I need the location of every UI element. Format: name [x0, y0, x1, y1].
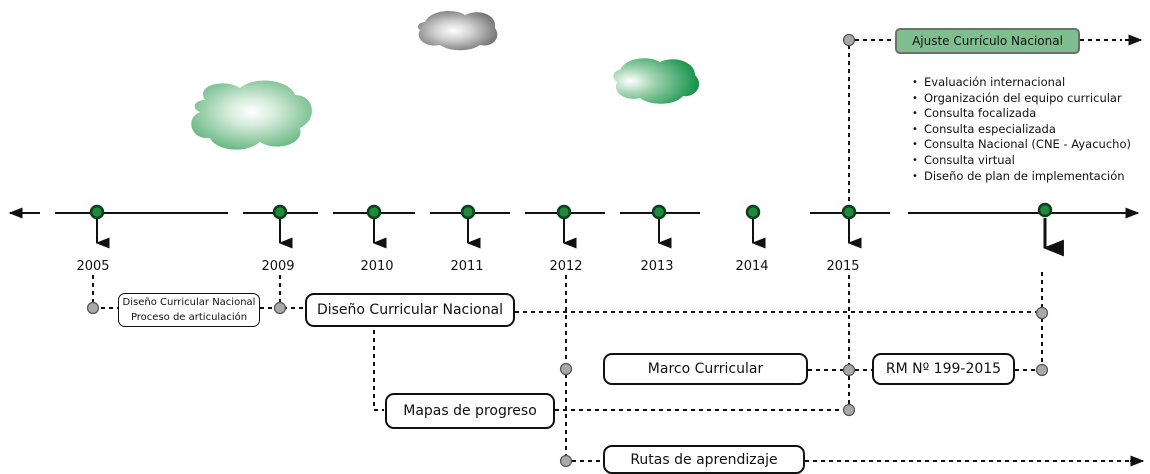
ajuste-activities-list: Evaluación internacional Organización de…	[912, 75, 1131, 184]
rm-box: RM Nº 199-2015	[872, 353, 1015, 385]
dcn-articulacion-box: Diseño Curricular Nacional Proceso de ar…	[118, 293, 260, 327]
dcn-label: Diseño Curricular Nacional	[316, 302, 504, 318]
list-item: Consulta Nacional (CNE - Ayacucho)	[912, 137, 1131, 153]
marco-curricular-label: Marco Curricular	[647, 361, 764, 377]
year-label-2009: 2009	[261, 259, 295, 274]
cloud-left-green	[191, 80, 312, 150]
year-label-2013: 2013	[640, 259, 674, 274]
cloud-right-green	[613, 58, 700, 104]
year-label-2015: 2015	[826, 259, 860, 274]
gray-nodes	[86, 33, 1049, 468]
marco-curricular-box: Marco Curricular	[603, 353, 808, 385]
list-item: Diseño de plan de implementación	[912, 169, 1131, 185]
list-item: Consulta focalizada	[912, 106, 1131, 122]
dcn-articulacion-line1: Diseño Curricular Nacional	[122, 297, 256, 308]
rutas-aprendizaje-label: Rutas de aprendizaje	[630, 451, 778, 468]
mapas-progreso-label: Mapas de progreso	[403, 403, 537, 419]
mapas-progreso-box: Mapas de progreso	[385, 393, 555, 429]
ajuste-curriculo-label: Ajuste Currículo Nacional	[912, 34, 1063, 48]
dotted-connectors	[92, 39, 1138, 462]
dcn-box: Diseño Curricular Nacional	[305, 293, 515, 327]
year-label-2014: 2014	[735, 259, 769, 274]
milestone-stems	[95, 218, 1064, 257]
year-label-2010: 2010	[360, 259, 394, 274]
list-item: Organización del equipo curricular	[912, 91, 1131, 107]
cloud-top-gray	[417, 10, 498, 51]
year-label-2005: 2005	[76, 259, 110, 274]
list-item: Evaluación internacional	[912, 75, 1131, 91]
year-label-2011: 2011	[450, 259, 484, 274]
dcn-articulacion-line2: Proceso de articulación	[130, 312, 248, 323]
list-item: Consulta especializada	[912, 122, 1131, 138]
rm-label: RM Nº 199-2015	[885, 361, 1002, 377]
milestone-dots	[89, 202, 1053, 220]
ajuste-curriculo-box: Ajuste Currículo Nacional	[895, 28, 1080, 54]
list-item: Consulta virtual	[912, 153, 1131, 169]
rutas-aprendizaje-box: Rutas de aprendizaje	[603, 445, 805, 474]
year-label-2012: 2012	[549, 259, 583, 274]
